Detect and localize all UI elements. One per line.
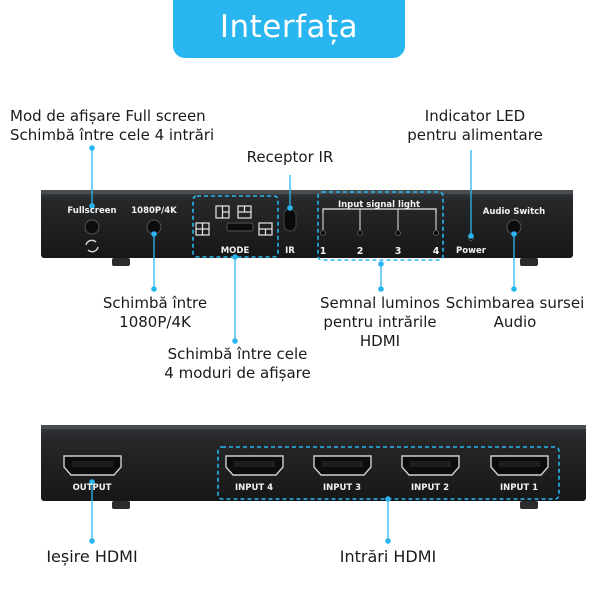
- fullscreen-callout-line-1: Mod de afișare Full screen: [10, 107, 206, 125]
- resolution-callout: Schimbă între 1080P/4K: [95, 294, 215, 332]
- rear-foot-left: [112, 501, 130, 509]
- signal-callout-line-2: pentru intrările: [323, 313, 437, 331]
- audio-callout: Schimbarea sursei Audio: [443, 294, 587, 332]
- input-2-label: INPUT 2: [411, 483, 449, 493]
- signal-callout-line-3: HDMI: [359, 332, 401, 350]
- leader-lines: [91, 148, 515, 541]
- front-foot-right: [520, 258, 538, 266]
- fullscreen-callout: Mod de afișare Full screen Schimbă între…: [10, 107, 240, 145]
- display-mode-icons: [195, 205, 273, 236]
- input-3-label: INPUT 3: [323, 483, 361, 493]
- ir-callout: Receptor IR: [246, 148, 334, 166]
- led-number-1: 1: [320, 246, 327, 257]
- rear-panel-edge: [41, 425, 586, 429]
- ir-receiver-window: [283, 208, 297, 232]
- led-number-3: 3: [395, 246, 402, 257]
- led-callout: Indicator LED pentru alimentare: [400, 107, 550, 145]
- signal-callout: Semnal luminos pentru intrările HDMI: [305, 294, 455, 351]
- signal-callout-frame: [317, 191, 444, 261]
- mode-callout-line-1: Schimbă între cele: [167, 345, 308, 363]
- audio-switch-label: Audio Switch: [483, 207, 545, 217]
- hdmi-port-insets: [72, 461, 540, 467]
- input-1-label: INPUT 1: [500, 483, 538, 493]
- leader-dots: [89, 145, 517, 544]
- led-number-4: 4: [433, 246, 440, 257]
- rear-panel-device: [41, 425, 586, 509]
- page-title: Interfața: [219, 9, 359, 45]
- mode-label: MODE: [221, 246, 250, 256]
- hdmi-in-callout: Intrări HDMI: [339, 547, 437, 566]
- mode-callout-frame: [192, 195, 279, 258]
- signal-bracket: [322, 208, 437, 213]
- resolution-callout-line-2: 1080P/4K: [119, 313, 191, 331]
- fullscreen-button[interactable]: [84, 219, 100, 235]
- front-panel-device: [41, 190, 573, 266]
- fullscreen-label: Fullscreen: [67, 206, 116, 216]
- input-signal-label: Input signal light: [338, 200, 420, 210]
- led-callout-line-1: Indicator LED: [424, 107, 526, 125]
- power-label: Power: [456, 246, 487, 256]
- switch-arrows-icon: [85, 239, 99, 253]
- title-banner: Interfața: [173, 0, 405, 58]
- audio-callout-line-1: Schimbarea sursei: [445, 294, 585, 312]
- mode-callout: Schimbă între cele 4 moduri de afișare: [150, 345, 325, 383]
- led-number-2: 2: [357, 246, 364, 257]
- audio-callout-line-2: Audio: [493, 313, 537, 331]
- input-4-label: INPUT 4: [235, 483, 273, 493]
- signal-bracket-ticks: [322, 209, 437, 230]
- ir-label: IR: [285, 246, 295, 256]
- input-leds: [320, 230, 439, 236]
- led-callout-line-2: pentru alimentare: [407, 126, 543, 144]
- hdmi-out-callout: Ieșire HDMI: [46, 547, 138, 566]
- mode-callout-line-2: 4 moduri de afișare: [164, 364, 311, 382]
- resolution-label: 1080P/4K: [131, 206, 177, 216]
- front-panel-edge: [41, 190, 573, 194]
- front-panel-body: [41, 190, 573, 258]
- front-foot-left: [112, 258, 130, 266]
- fullscreen-callout-line-2: Schimbă între cele 4 intrări: [10, 126, 215, 144]
- output-label: OUTPUT: [73, 483, 112, 493]
- mode-button[interactable]: [226, 222, 254, 232]
- resolution-callout-line-1: Schimbă între: [102, 294, 208, 312]
- rear-foot-right: [520, 501, 538, 509]
- signal-callout-line-1: Semnal luminos: [320, 294, 440, 312]
